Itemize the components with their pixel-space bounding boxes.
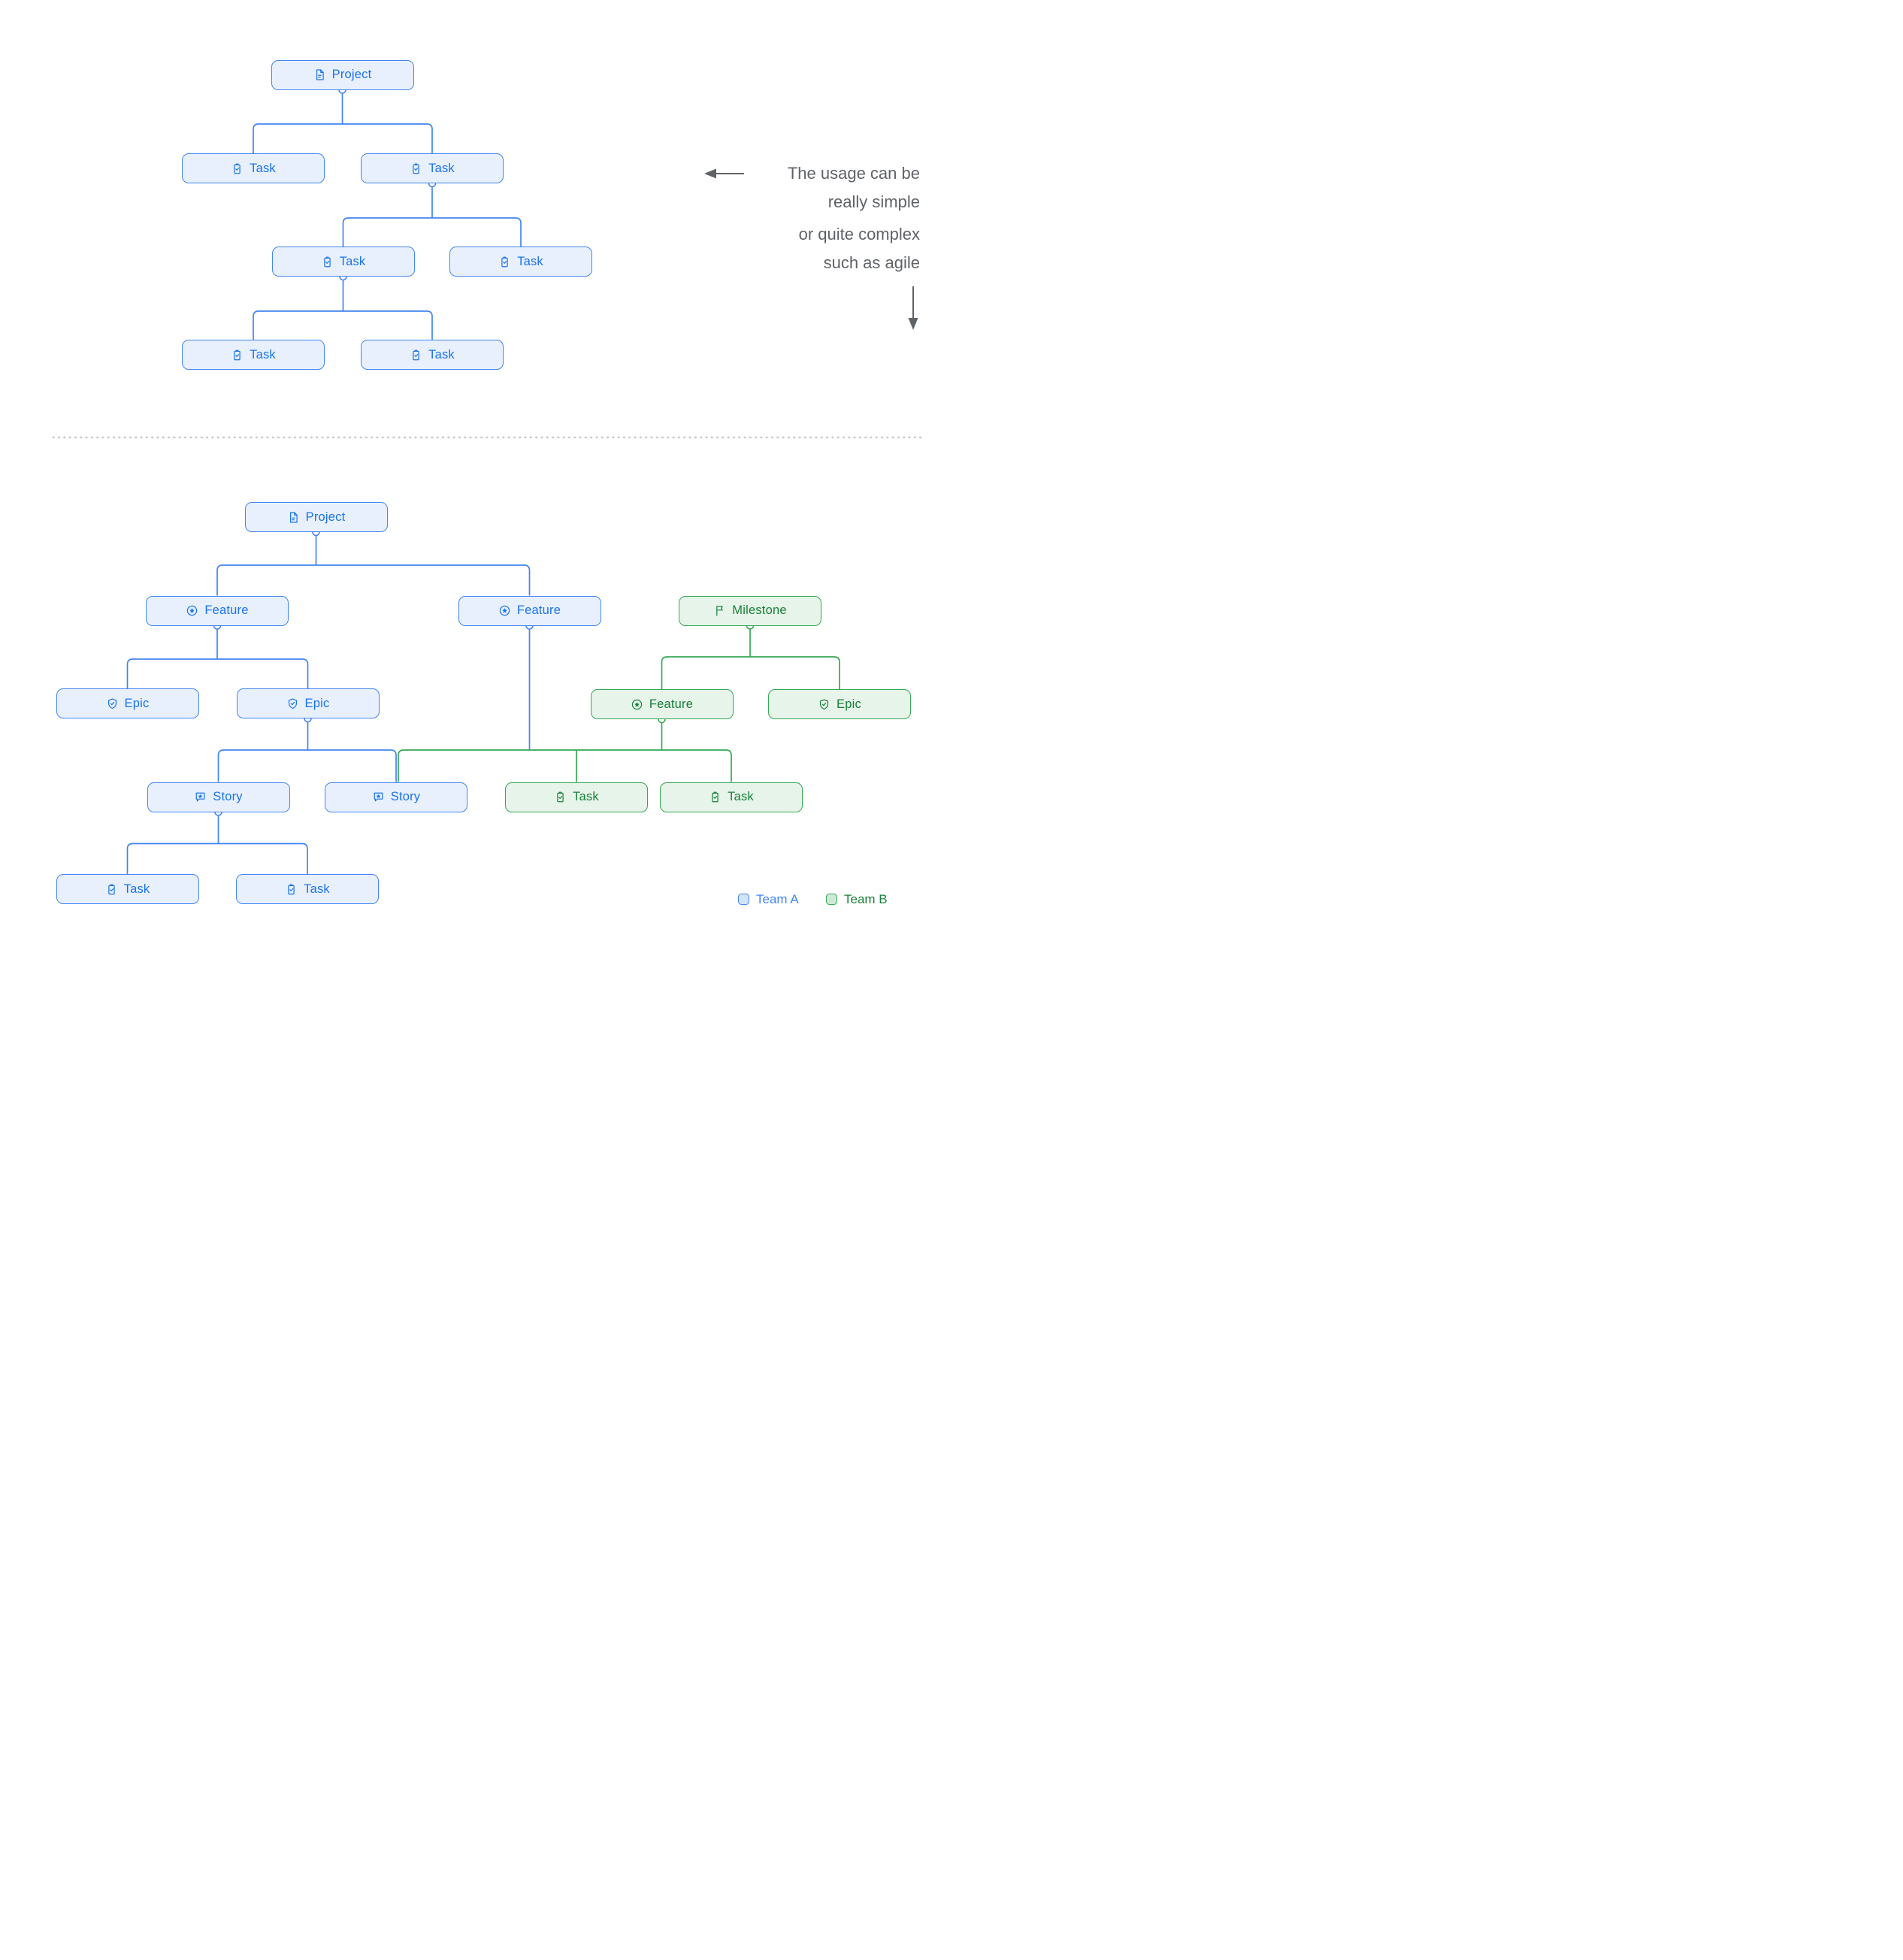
node-label: Epic — [304, 696, 330, 710]
epic-node: Epic — [56, 688, 199, 718]
edge-connector — [342, 217, 522, 247]
feature-node: Feature — [146, 595, 289, 626]
node-label: Task — [517, 254, 543, 268]
node-label: Task — [573, 790, 599, 803]
epic-icon — [106, 697, 119, 710]
annotation-line: The usage can be — [787, 164, 920, 183]
task-node: Task — [660, 782, 803, 812]
edge-connector — [661, 656, 840, 689]
node-label: Story — [213, 790, 243, 803]
task-node: Task — [271, 247, 415, 277]
project-node: Project — [244, 502, 388, 532]
feature-icon — [186, 604, 198, 617]
task-icon — [410, 162, 422, 175]
task-icon — [554, 791, 567, 803]
diagram-canvas: The usage can be really simple or quite … — [0, 0, 952, 980]
task-icon — [498, 256, 511, 268]
task-node: Task — [182, 340, 325, 370]
epic-icon — [818, 698, 830, 711]
left-arrow-icon — [704, 168, 716, 179]
node-label: Milestone — [732, 603, 787, 617]
story-node: Story — [325, 782, 467, 812]
node-label: Epic — [837, 697, 861, 711]
epic-node: Epic — [236, 688, 380, 718]
feature-node: Feature — [590, 689, 734, 719]
milestone-icon — [713, 604, 726, 617]
epic-node: Epic — [768, 689, 911, 719]
task-node: Task — [361, 340, 504, 370]
edge-connector — [216, 564, 531, 596]
task-node: Task — [182, 153, 325, 183]
document-icon — [313, 68, 326, 81]
epic-icon — [286, 697, 299, 710]
legend-team-b: Team B — [826, 891, 888, 907]
feature-node: Feature — [458, 595, 601, 626]
feature-icon — [631, 698, 643, 711]
task-node: Task — [56, 874, 199, 904]
team-a-swatch — [738, 894, 749, 905]
task-node: Task — [361, 153, 504, 183]
project-node: Project — [271, 59, 414, 90]
annotation-line: such as agile — [823, 253, 920, 272]
story-node: Story — [147, 782, 290, 812]
node-label: Project — [331, 68, 372, 81]
edge-connector — [126, 842, 308, 874]
edge-connector — [253, 123, 433, 153]
edge-connector — [217, 749, 397, 782]
edges-layer — [52, 86, 924, 874]
node-label: Task — [123, 882, 150, 896]
story-icon — [372, 791, 385, 803]
task-node: Task — [449, 247, 592, 277]
node-label: Feature — [516, 603, 561, 617]
task-icon — [231, 162, 244, 175]
team-b-swatch — [826, 894, 837, 905]
task-icon — [321, 256, 334, 268]
node-label: Task — [728, 790, 754, 803]
node-label: Task — [428, 347, 455, 361]
node-label: Feature — [204, 603, 249, 617]
node-label: Story — [390, 790, 421, 803]
edge-connector — [126, 658, 309, 688]
team-a-label: Team A — [756, 891, 799, 906]
edge-connector — [253, 310, 433, 340]
task-icon — [410, 349, 422, 361]
node-label: Task — [250, 161, 276, 175]
feature-icon — [498, 604, 511, 617]
task-icon — [231, 349, 244, 361]
annotation-text: The usage can be really simple or quite … — [788, 159, 920, 277]
node-label: Project — [305, 510, 346, 524]
annotation-line: really simple — [827, 192, 920, 211]
node-label: Task — [339, 254, 366, 268]
down-arrow-icon — [908, 318, 918, 330]
annotation-line: or quite complex — [798, 225, 920, 243]
document-icon — [287, 511, 300, 524]
task-icon — [285, 883, 298, 896]
task-node: Task — [505, 782, 648, 812]
task-node: Task — [236, 874, 379, 904]
task-icon — [709, 791, 722, 803]
team-b-label: Team B — [844, 891, 888, 906]
node-label: Feature — [649, 697, 694, 711]
node-label: Task — [304, 882, 330, 896]
task-icon — [105, 883, 118, 896]
node-label: Task — [428, 161, 455, 175]
legend-team-a: Team A — [738, 891, 799, 907]
story-icon — [194, 791, 207, 803]
edge-connector — [398, 749, 732, 782]
milestone-node: Milestone — [679, 595, 821, 626]
node-label: Task — [250, 347, 276, 361]
node-label: Epic — [124, 696, 150, 710]
